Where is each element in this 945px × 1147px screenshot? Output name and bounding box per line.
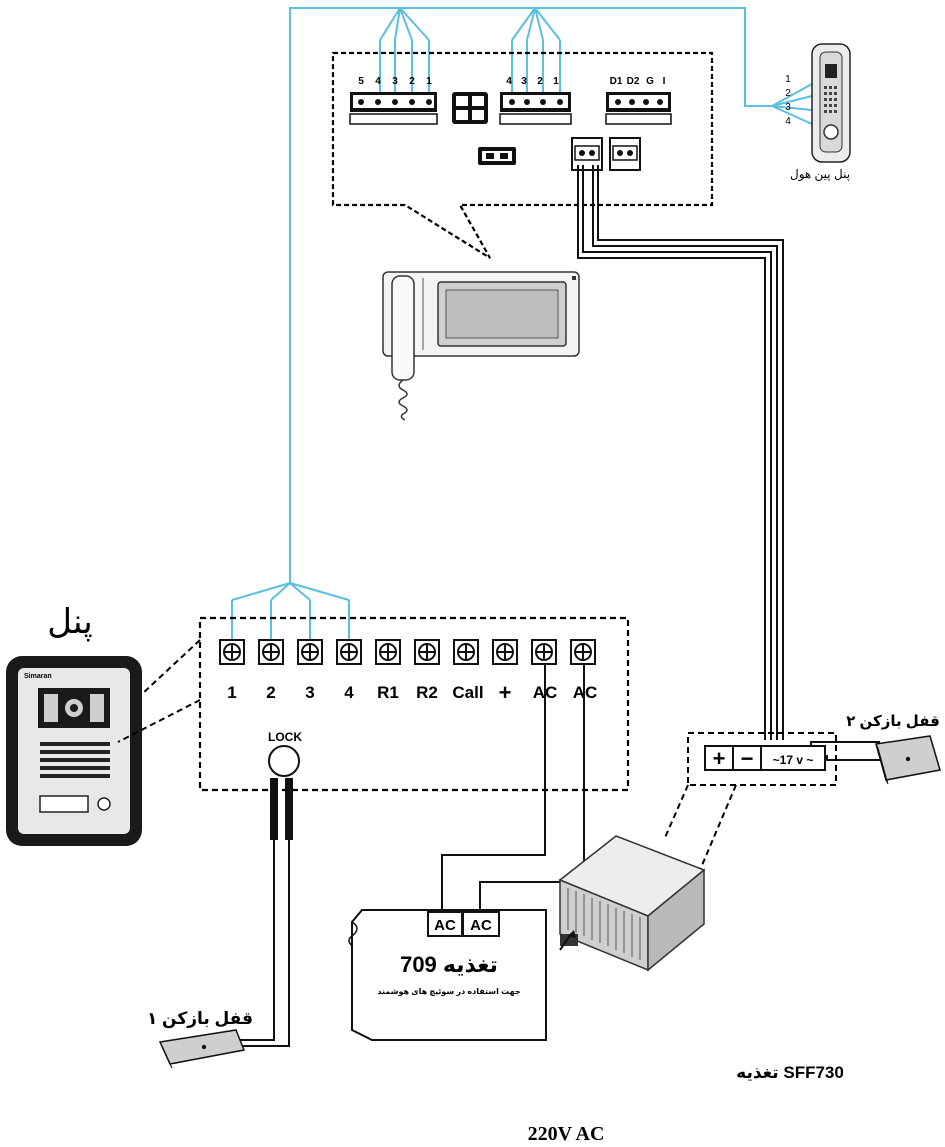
terminal-block-c: D1 D2 G I [605,76,672,125]
terminal-c-label-g: G [646,76,654,87]
sff730-terminal-plus: + [713,746,726,771]
monitor-board: 5 4 3 2 1 4 3 2 1 [331,51,714,259]
lock-2-label: قفل بازکن ۲ [846,713,940,730]
terminal-b-label-3: 3 [521,76,527,87]
lock-1-label: قفل بازکن ۱ [147,1009,253,1029]
terminal-b-label-2: 2 [537,76,543,87]
sff730-device [558,835,706,972]
terminal-block-b: 4 3 2 1 [499,76,572,125]
blue-wire-bus [231,7,813,640]
terminal-a-label-1: 1 [426,76,432,87]
power-709-terminal-ac1: AC [434,917,456,934]
speaker-grille-icon [40,742,110,778]
terminal-c-label-d2: D2 [627,76,640,87]
door-panel-title: پنل [47,603,92,642]
terminal-c-label-d1: D1 [610,76,623,87]
door-panel-brand: Simaran [24,673,52,680]
jumper-icon [452,92,488,124]
door-panel: پنل Simaran [6,603,142,846]
power-709: AC AC تغذیه 709 جهت استفاده در سوئیچ های… [348,909,547,1041]
main-terminal-label-call: Call [452,683,483,702]
terminal-b-label-1: 1 [553,76,559,87]
lock-coil-icon [268,745,300,777]
sff730-title: تغذیه SFF730 [736,1063,844,1082]
monitor-unit [382,271,580,421]
main-terminal-label-r2: R2 [416,683,438,702]
terminal-a-label-3: 3 [392,76,398,87]
pinhole-wire-label-1: 1 [785,74,791,85]
ac-wires [441,664,585,910]
pinhole-panel-label: پنل پین هول [790,167,850,182]
power-709-title: تغذیه 709 [400,952,498,977]
terminal-c-label-i: I [663,76,666,87]
power-terminal [571,137,641,171]
main-terminal-label-plus: + [499,680,512,705]
terminal-a-label-2: 2 [409,76,415,87]
terminal-a-label-5: 5 [358,76,364,87]
power-709-subtitle: جهت استفاده در سوئیچ های هوشمند [377,987,521,996]
sff730-terminal-17v: ~17 v ~ [773,753,814,767]
pinhole-wire-label-3: 3 [785,102,791,113]
sff730-input-label: 220V AC [528,1123,605,1145]
power-709-terminal-ac2: AC [470,917,492,934]
main-terminal-label-4: 4 [344,683,354,702]
main-terminal-label-r1: R1 [377,683,399,702]
terminal-a-label-4: 4 [375,76,381,87]
lock-1-device [158,1029,246,1069]
sff730-terminal: + − ~17 v ~ [663,732,837,871]
lock-2-device [875,735,941,785]
main-terminal-label-2: 2 [266,683,275,702]
pinhole-panel: 1 2 3 4 پنل پین هول [785,43,851,182]
main-terminal-label-3: 3 [305,683,314,702]
screw-terminals [219,639,596,665]
pinhole-wire-label-4: 4 [785,116,791,127]
main-board: 1 2 3 4 R1 R2 Call + AC AC LOCK [117,616,630,792]
power-wires [577,165,784,740]
terminal-b-label-4: 4 [506,76,512,87]
terminal-block-a: 5 4 3 2 1 [349,76,438,125]
small-connector-icon [478,147,516,165]
lock-label: LOCK [268,730,302,744]
pinhole-wire-label-2: 2 [785,88,791,99]
main-terminal-label-1: 1 [227,683,236,702]
sff730-terminal-minus: − [741,746,754,771]
lock-1-wires [238,778,293,1047]
